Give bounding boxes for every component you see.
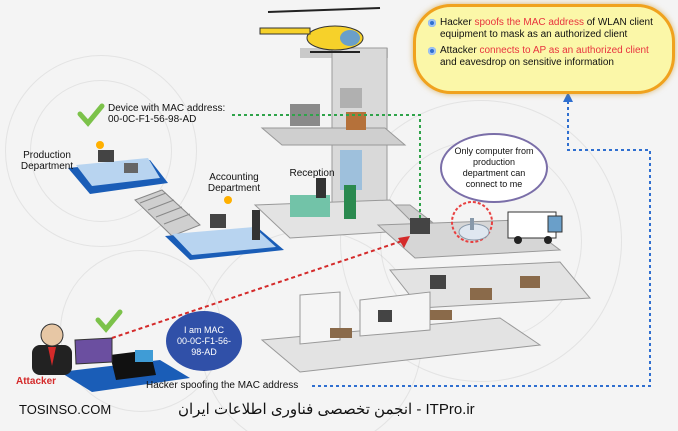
production-dept-label: Production Department xyxy=(20,150,74,172)
info-line-spoof-text: Hacker spoofs the MAC address of WLAN cl… xyxy=(440,17,662,41)
iam-mac-bubble: I am MAC 00-0C-F1-56- 98-AD xyxy=(166,311,242,371)
reception-label: Reception xyxy=(289,168,335,179)
info-text: Attacker xyxy=(440,45,480,56)
info-line-spoof: Hacker spoofs the MAC address of WLAN cl… xyxy=(428,17,662,41)
ap-speech-bubble: Only computer from production department… xyxy=(440,133,548,203)
footer-site-persian: ITPro.ir - انجمن تخصصی فناوری اطلاعات ای… xyxy=(178,401,475,418)
info-highlight: connects to AP as an authorized client xyxy=(479,45,649,56)
info-text: and eavesdrop on sensitive information xyxy=(440,57,614,68)
spoofing-label: Hacker spoofing the MAC address xyxy=(146,380,299,391)
info-line-connect: Attacker connects to AP as an authorized… xyxy=(428,45,662,69)
attacker-person-icon xyxy=(32,323,72,375)
info-highlight: spoofs the MAC address xyxy=(474,17,584,28)
attacker-label: Attacker xyxy=(16,376,57,387)
info-text: of WLAN client equipment to mask as an a… xyxy=(440,17,653,40)
iam-mac-line: 00-0C-F1-56- xyxy=(176,335,232,346)
signal-ring xyxy=(5,55,197,247)
footer: TOSINSO.COM ITPro.ir - انجمن تخصصی فناور… xyxy=(0,398,678,431)
accounting-floor-icon xyxy=(165,196,284,260)
info-callout: Hacker spoofs the MAC address of WLAN cl… xyxy=(413,4,675,94)
stairs-icon xyxy=(134,189,201,237)
accounting-dept-label: Accounting Department xyxy=(207,172,261,194)
device-mac-value: 00-0C-F1-56-98-AD xyxy=(108,114,197,125)
device-mac-label: Device with MAC address: 00-0C-F1-56-98-… xyxy=(108,103,225,125)
footer-site: TOSINSO.COM xyxy=(19,402,112,417)
info-line-connect-text: Attacker connects to AP as an authorized… xyxy=(440,45,662,69)
device-mac-title: Device with MAC address: xyxy=(108,103,226,114)
van-icon xyxy=(507,211,563,244)
bullet-icon xyxy=(428,47,436,55)
bullet-icon xyxy=(428,19,436,27)
attacker-laptop-icon xyxy=(60,337,190,392)
production-floor-icon xyxy=(68,141,168,194)
lower-office-floors-icon xyxy=(260,261,592,373)
helicopter-icon xyxy=(259,7,381,53)
iam-mac-line: 98-AD xyxy=(191,346,217,357)
iam-mac-line: I am MAC xyxy=(183,324,224,335)
info-text: Hacker xyxy=(440,17,475,28)
